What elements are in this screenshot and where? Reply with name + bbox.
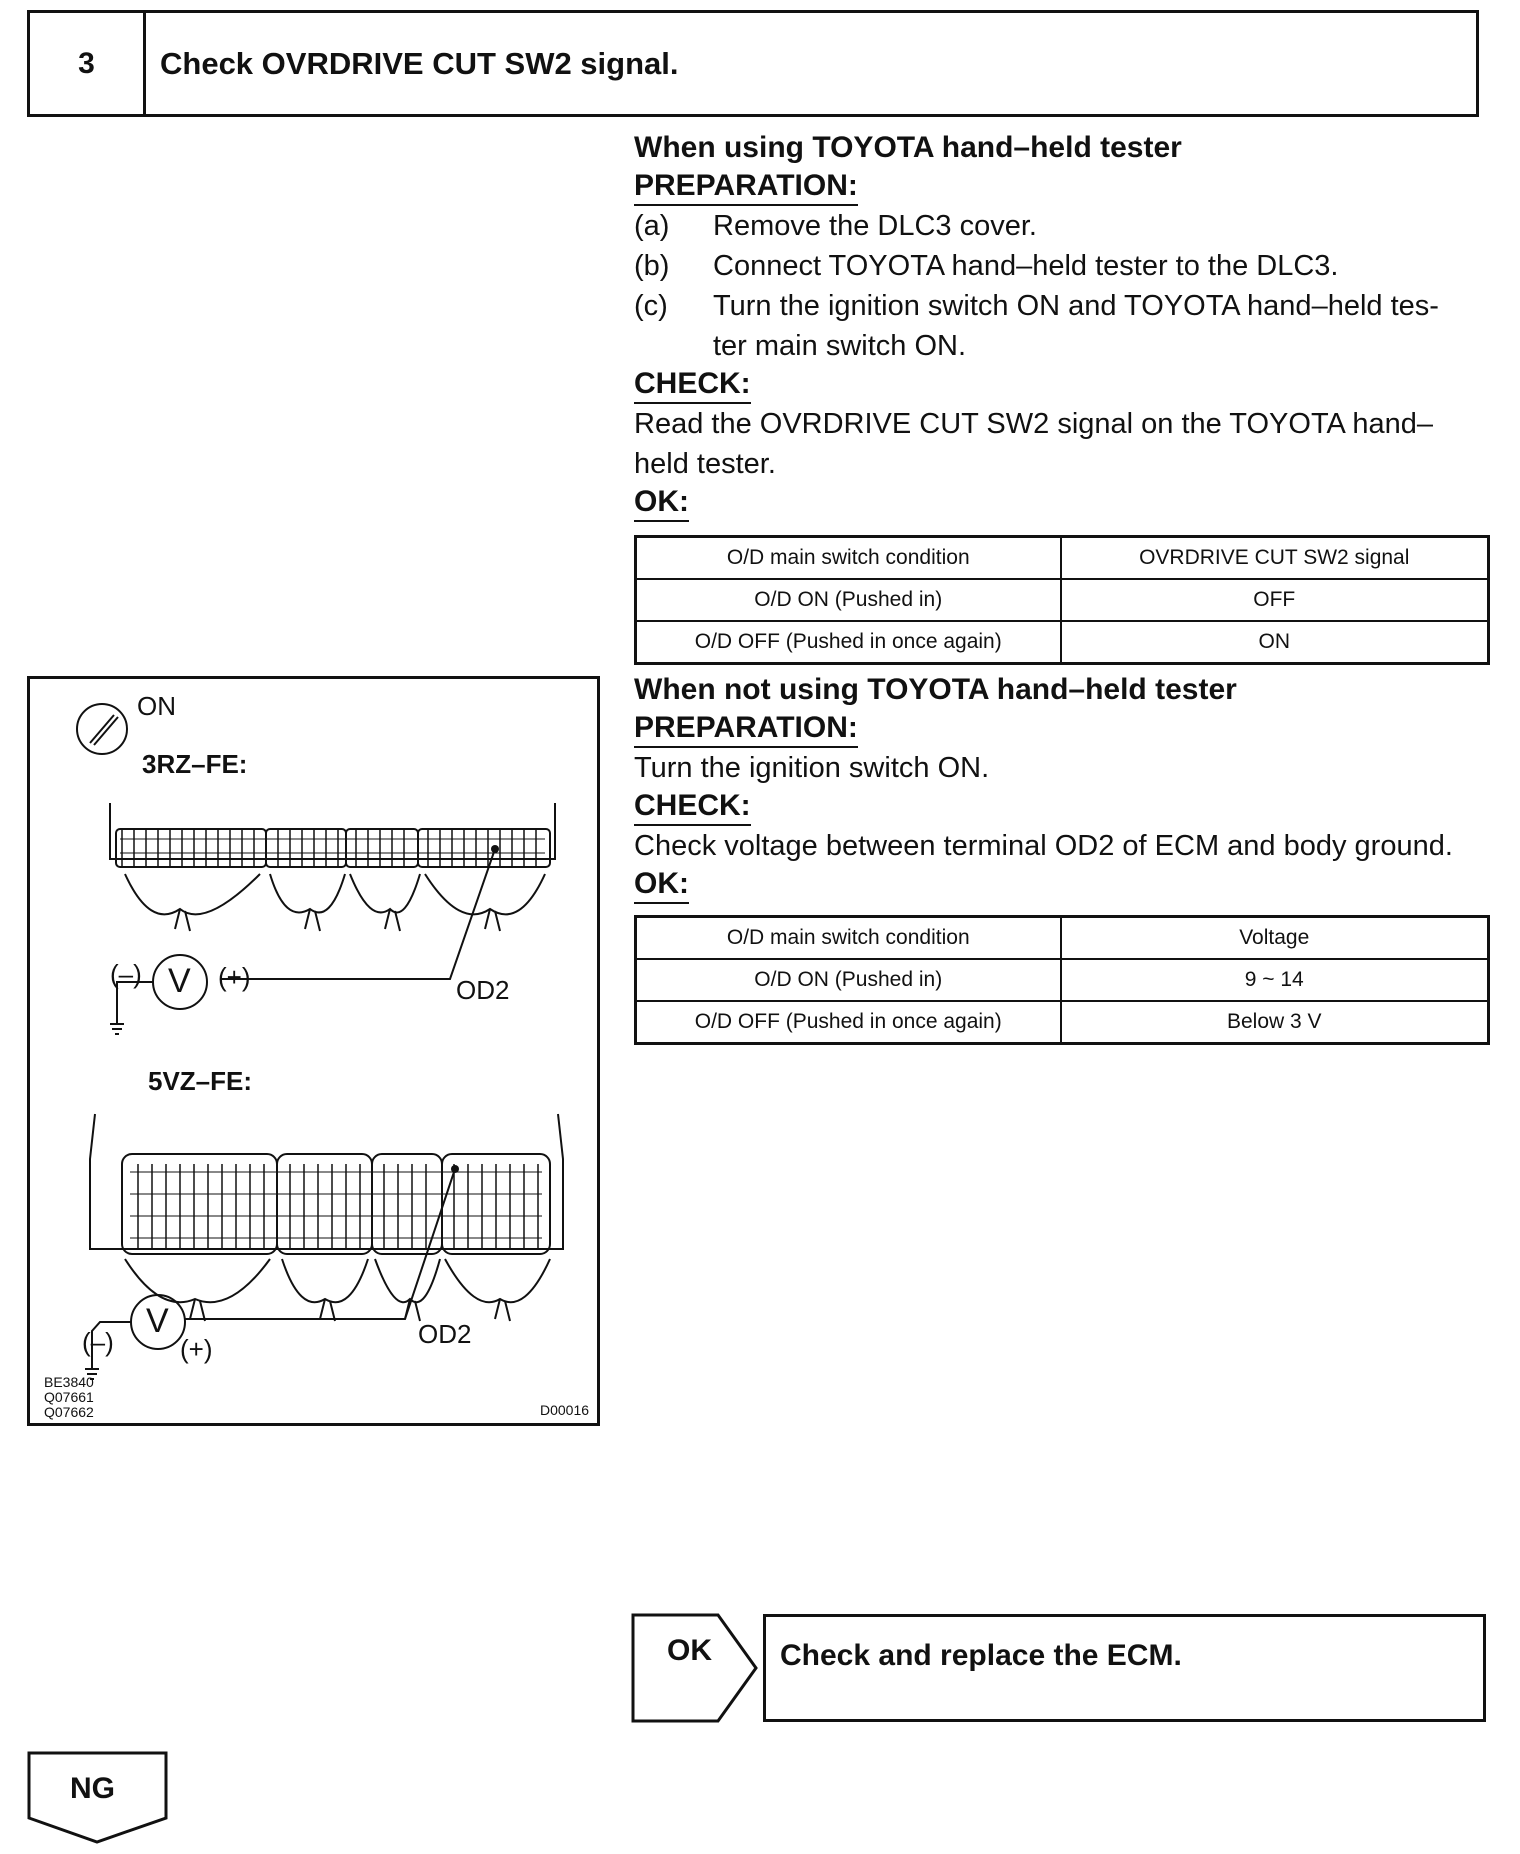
ecm-connector-5vz [89, 1113, 564, 1322]
ok-result-box: Check and replace the ECM. [763, 1614, 1486, 1722]
ignition-key-icon [76, 703, 128, 755]
ng-arrow-tag [27, 1751, 168, 1844]
step-label: (c) [634, 290, 668, 322]
step-text: ter main switch ON. [713, 330, 966, 362]
illustration-code: Q07662 [44, 1404, 94, 1420]
step-number: 3 [30, 13, 146, 114]
positive-terminal-label: (+) [180, 1334, 213, 1364]
ok-tag-label: OK [667, 1634, 712, 1667]
ng-tag-label: NG [70, 1772, 115, 1805]
step-label: (a) [634, 210, 670, 242]
table-header-cell: OVRDRIVE CUT SW2 signal [1059, 535, 1490, 580]
signal-spec-table: O/D main switch condition OVRDRIVE CUT S… [634, 535, 1490, 665]
with-tester-check-text-2: held tester. [634, 448, 776, 480]
with-tester-check-text-1: Read the OVRDRIVE CUT SW2 signal on the … [634, 408, 1433, 440]
step-text: Remove the DLC3 cover. [713, 210, 1037, 242]
table-row: O/D OFF (Pushed in once again) Below 3 V [634, 1000, 1490, 1045]
without-tester-ok-label: OK: [634, 866, 689, 904]
without-tester-prep-text: Turn the ignition switch ON. [634, 752, 990, 784]
step-item: (b) Connect TOYOTA hand–held tester to t… [634, 246, 1486, 286]
voltage-spec-table: O/D main switch condition Voltage O/D ON… [634, 915, 1490, 1045]
step-item: (a) Remove the DLC3 cover. [634, 206, 1486, 246]
without-tester-prep-label: PREPARATION: [634, 710, 858, 748]
ok-arrow-tag [631, 1613, 758, 1723]
step-header: 3 Check OVRDRIVE CUT SW2 signal. [27, 10, 1479, 117]
ignition-on-label: ON [137, 691, 176, 721]
table-header-cell: Voltage [1059, 915, 1490, 960]
table-cell: O/D ON (Pushed in) [634, 958, 1062, 1002]
step-label: (b) [634, 250, 670, 282]
negative-terminal-label: (–) [110, 959, 142, 989]
with-tester-steps: (a) Remove the DLC3 cover. (b) Connect T… [634, 206, 1486, 366]
table-header-cell: O/D main switch condition [634, 915, 1062, 960]
voltmeter-icon: V [168, 962, 191, 1000]
table-cell: ON [1059, 620, 1490, 665]
ecm-wiring-illustration: ON 3RZ–FE: (–) (+) V OD2 5VZ–FE: (–) (+)… [27, 676, 600, 1426]
without-tester-check-label: CHECK: [634, 788, 751, 826]
step-title: Check OVRDRIVE CUT SW2 signal. [160, 45, 679, 81]
ok-result-text: Check and replace the ECM. [780, 1639, 1182, 1672]
with-tester-prep-label: PREPARATION: [634, 168, 858, 206]
table-cell: O/D OFF (Pushed in once again) [634, 1000, 1062, 1045]
voltmeter-icon: V [146, 1302, 169, 1340]
table-header-cell: O/D main switch condition [634, 535, 1062, 580]
table-cell: 9 ~ 14 [1059, 958, 1490, 1002]
engine-3rz-label: 3RZ–FE: [142, 749, 248, 779]
without-tester-section: When not using TOYOTA hand–held tester P… [634, 670, 1486, 904]
table-header-row: O/D main switch condition OVRDRIVE CUT S… [634, 535, 1490, 580]
od2-terminal-label: OD2 [456, 975, 510, 1005]
table-row: O/D OFF (Pushed in once again) ON [634, 620, 1490, 665]
negative-terminal-label: (–) [82, 1327, 114, 1357]
ecm-connector-3rz [109, 803, 556, 932]
figure-id: D00016 [540, 1402, 590, 1418]
with-tester-ok-label: OK: [634, 484, 689, 522]
table-cell: O/D ON (Pushed in) [634, 578, 1062, 622]
positive-terminal-label: (+) [218, 962, 251, 992]
table-header-row: O/D main switch condition Voltage [634, 915, 1490, 960]
illustration-code: BE3840 [44, 1374, 94, 1390]
step-text: Connect TOYOTA hand–held tester to the D… [713, 250, 1339, 282]
ecm-connector-diagram [76, 703, 564, 1380]
table-row: O/D ON (Pushed in) OFF [634, 578, 1490, 622]
table-cell: Below 3 V [1059, 1000, 1490, 1045]
table-cell: O/D OFF (Pushed in once again) [634, 620, 1062, 665]
od2-terminal-label: OD2 [418, 1319, 472, 1349]
with-tester-check-label: CHECK: [634, 366, 751, 404]
step-item-continued: ter main switch ON. [634, 326, 1486, 366]
engine-5vz-label: 5VZ–FE: [148, 1066, 253, 1096]
step-item: (c) Turn the ignition switch ON and TOYO… [634, 286, 1486, 326]
without-tester-check-text: Check voltage between terminal OD2 of EC… [634, 830, 1453, 862]
table-cell: OFF [1059, 578, 1490, 622]
illustration-code: Q07661 [44, 1389, 94, 1405]
table-row: O/D ON (Pushed in) 9 ~ 14 [634, 958, 1490, 1002]
with-tester-heading: When using TOYOTA hand–held tester [634, 131, 1182, 164]
with-tester-section: When using TOYOTA hand–held tester PREPA… [634, 128, 1486, 522]
without-tester-heading: When not using TOYOTA hand–held tester [634, 673, 1237, 706]
illustration-codes: BE3840 Q07661 Q07662 [44, 1375, 94, 1420]
step-text: Turn the ignition switch ON and TOYOTA h… [713, 290, 1439, 322]
